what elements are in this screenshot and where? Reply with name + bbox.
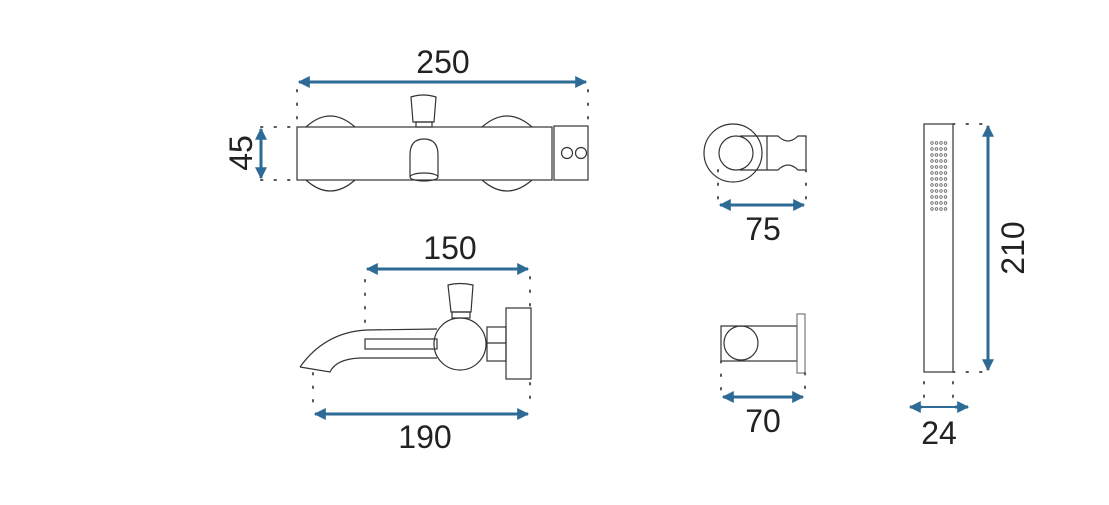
mixer-front-view [296, 94, 589, 192]
nozzle [943, 201, 948, 205]
dimension-reach-150: 150 [364, 230, 531, 331]
nozzle [943, 147, 948, 151]
nozzle [939, 141, 943, 145]
nozzle [930, 147, 934, 151]
mixer-body [296, 126, 553, 181]
nozzle [943, 171, 948, 175]
nozzle [939, 153, 943, 157]
dimension-width-250: 250 [296, 44, 589, 128]
nozzle [939, 201, 943, 205]
nozzle [943, 141, 948, 145]
nozzle [930, 177, 934, 181]
nozzle [943, 165, 948, 169]
dimension-label: 75 [745, 211, 781, 247]
nozzle [934, 195, 939, 199]
nozzle [943, 183, 948, 187]
lever-handle [410, 94, 437, 123]
nozzle [939, 147, 943, 151]
thermostat-end [553, 125, 589, 181]
nozzle [934, 153, 939, 157]
nozzle [934, 141, 939, 145]
lever-handle [447, 282, 474, 313]
spout [299, 328, 438, 373]
shower-hook-view: 75 [703, 123, 807, 247]
nozzle [930, 141, 934, 145]
nozzle [934, 189, 939, 193]
nozzle [934, 159, 939, 163]
nozzle [943, 159, 948, 163]
dimension-depth-190: 190 [312, 372, 531, 455]
mixer-side-view [299, 282, 532, 380]
dimension-label: 150 [423, 230, 476, 266]
nozzle [934, 201, 939, 205]
nozzle [934, 183, 939, 187]
dimension-label: 24 [921, 415, 957, 451]
nozzle [934, 147, 939, 151]
nozzle [930, 189, 934, 193]
valve-body [433, 317, 487, 371]
hand-shower-view: 210 24 [908, 123, 1031, 451]
nozzle [939, 177, 943, 181]
dimension-label: 70 [745, 403, 781, 439]
nozzle [934, 171, 939, 175]
wall-mount-bottom [305, 179, 533, 192]
nozzle [939, 207, 943, 211]
nozzle [934, 207, 939, 211]
nozzle [930, 159, 934, 163]
nozzle [943, 195, 948, 199]
nozzle [930, 183, 934, 187]
nozzle [934, 177, 939, 181]
nozzle [943, 189, 948, 193]
nozzle [934, 165, 939, 169]
dimension-label: 190 [398, 419, 451, 455]
wall-mount-top [305, 115, 533, 128]
nozzle [943, 207, 948, 211]
dimension-height-45: 45 [223, 126, 298, 181]
dimension-label: 45 [223, 135, 259, 171]
nozzle [939, 189, 943, 193]
dimension-label: 250 [416, 44, 469, 80]
nozzle [930, 153, 934, 157]
nozzle [930, 201, 934, 205]
nozzle [930, 171, 934, 175]
nozzle [930, 195, 934, 199]
dimension-label: 210 [995, 221, 1031, 274]
wall-plate [505, 307, 532, 380]
shower-holder-view: 70 [720, 313, 806, 439]
nozzle [939, 195, 943, 199]
nozzle [939, 165, 943, 169]
nozzle [939, 171, 943, 175]
nozzle [930, 165, 934, 169]
nozzle-grid [930, 141, 948, 211]
nozzle [930, 207, 934, 211]
nozzle [939, 183, 943, 187]
spout-outlet [409, 138, 439, 177]
nozzle [943, 153, 948, 157]
nozzle [939, 159, 943, 163]
nozzle [943, 177, 948, 181]
